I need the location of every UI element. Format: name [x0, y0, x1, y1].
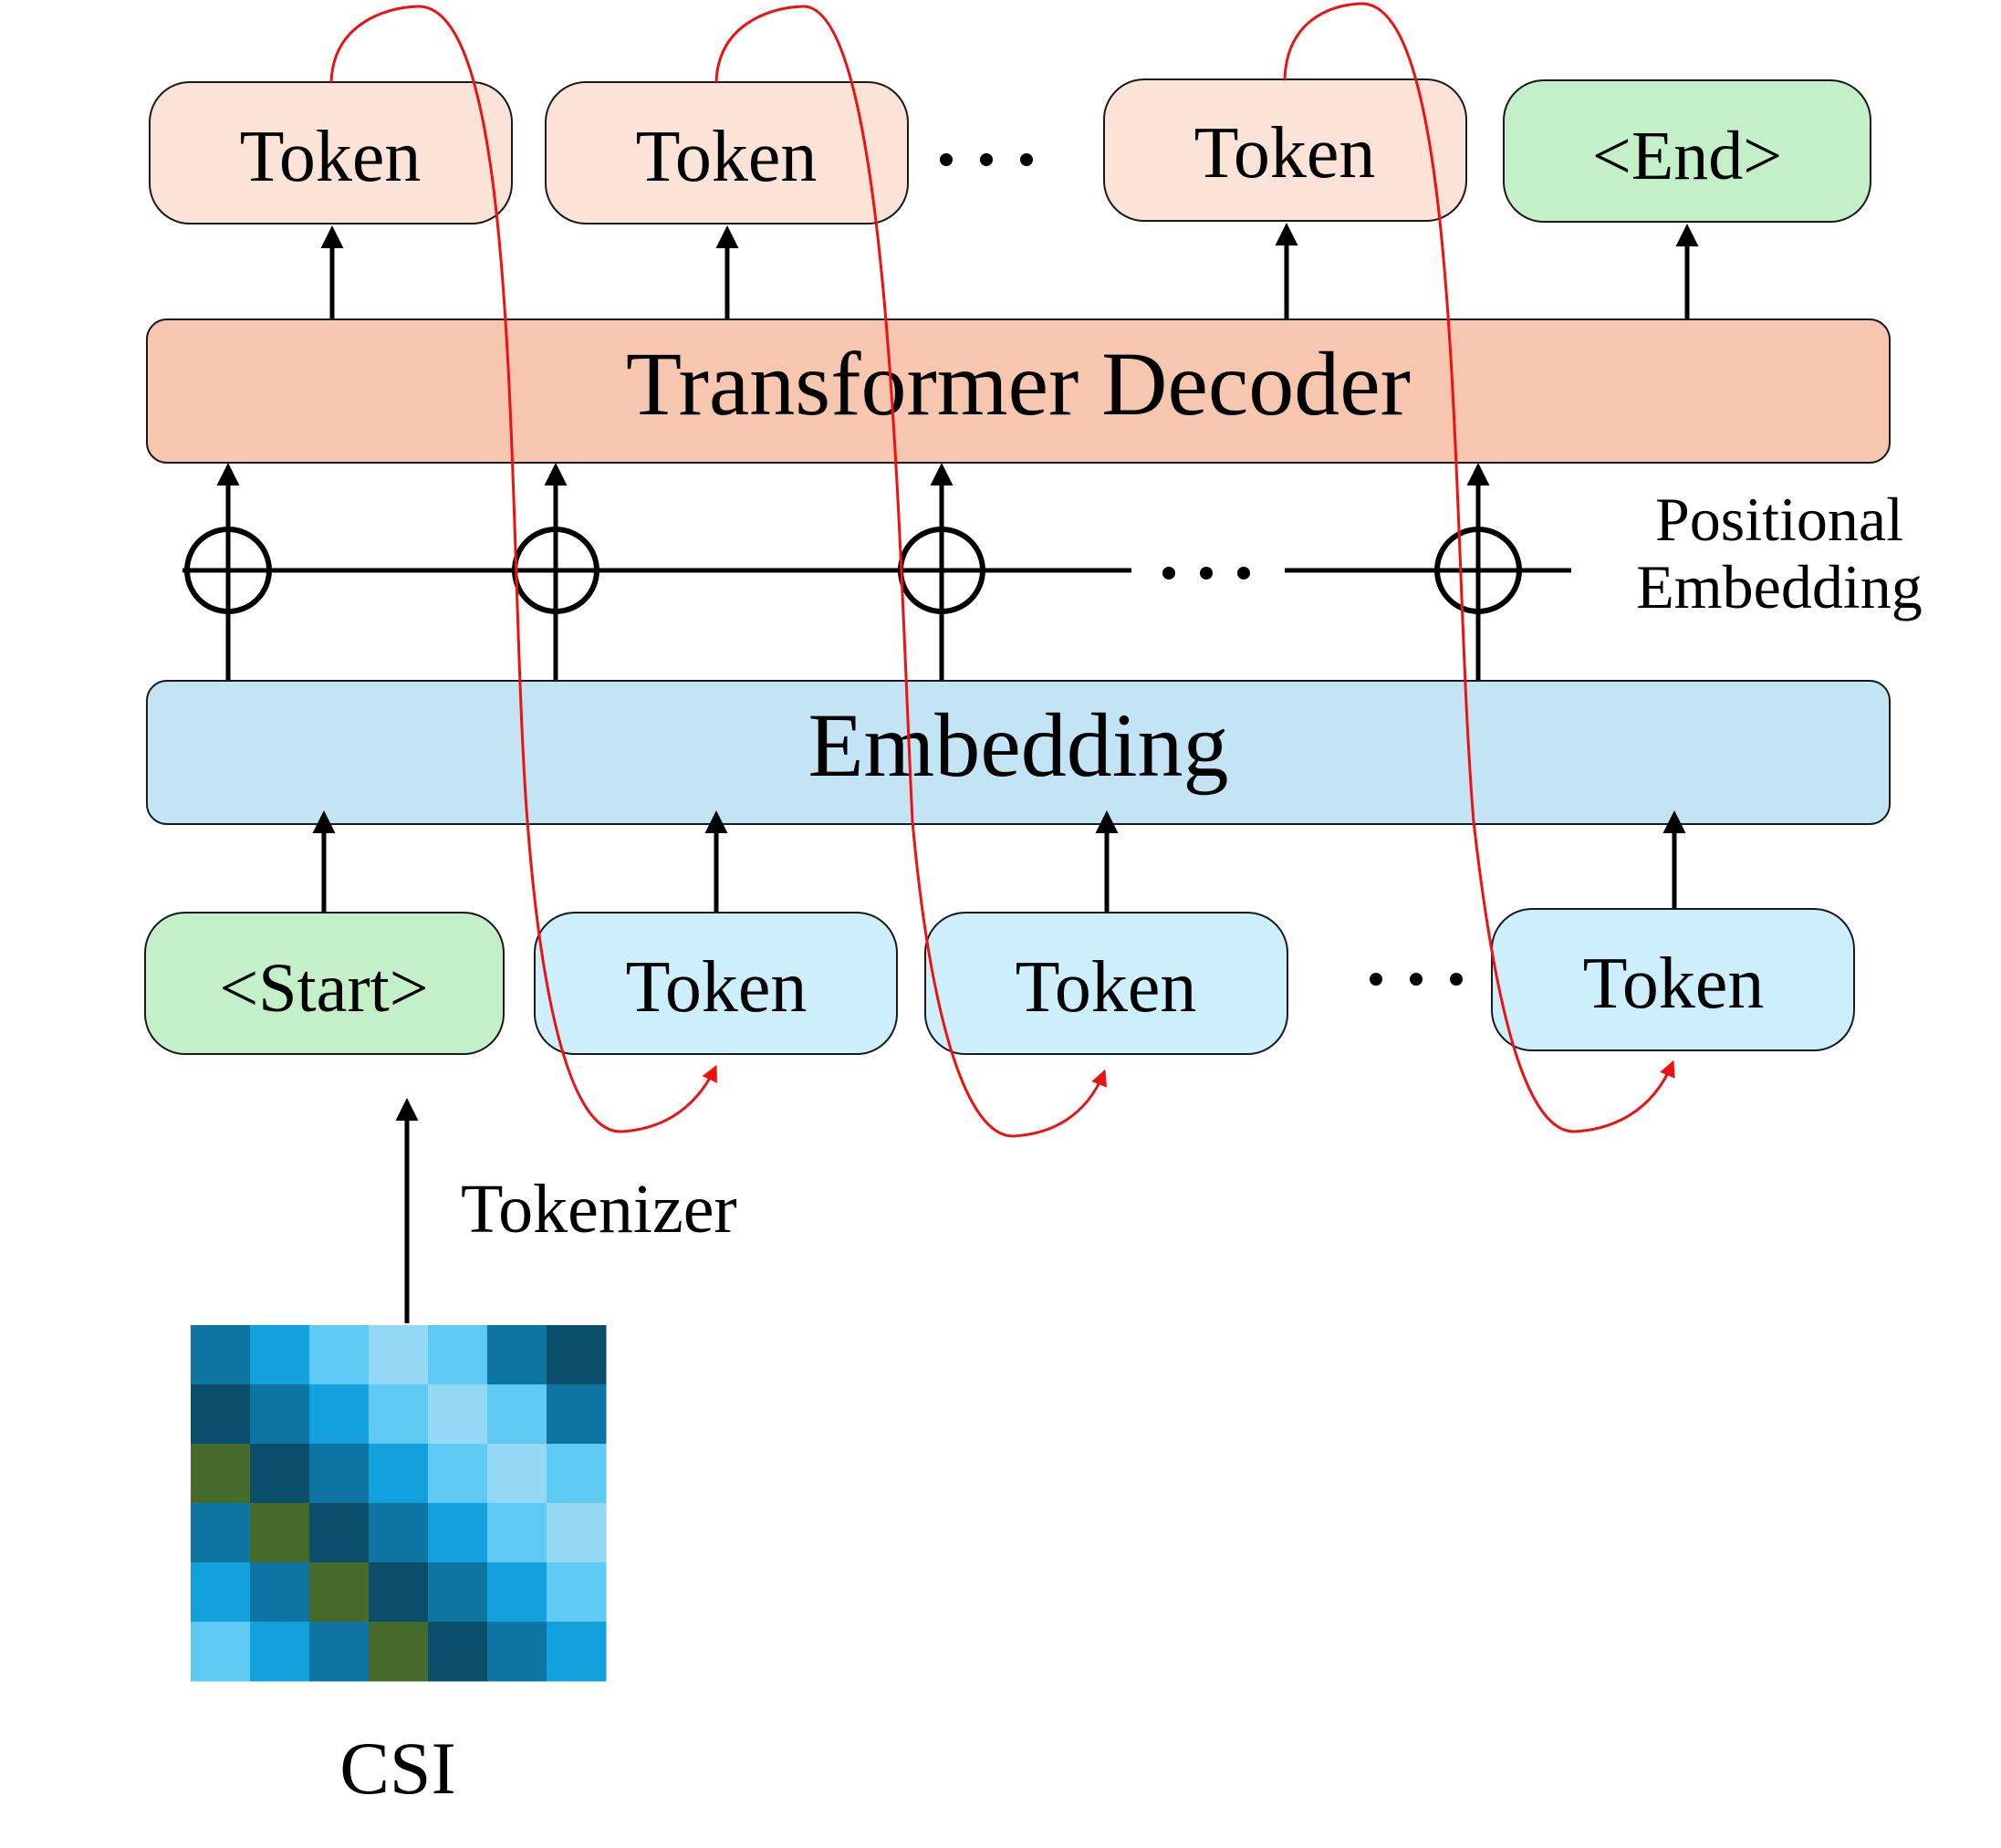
input-embedding-arrows [312, 810, 1686, 913]
csi-cell [369, 1562, 429, 1623]
csi-cell [547, 1325, 607, 1385]
csi-cell [250, 1622, 310, 1682]
csi-cell [250, 1384, 310, 1445]
csi-cell [428, 1444, 488, 1504]
output-token-label-3: Token [1194, 113, 1376, 193]
csi-cell [487, 1503, 547, 1563]
decoder-output-arrows [320, 223, 1699, 321]
csi-cell [487, 1622, 547, 1682]
output-ellipsis-dot [940, 153, 953, 166]
csi-cell [191, 1384, 251, 1445]
input-token-label-1: Token [626, 947, 808, 1028]
ellipsis-dot [1162, 567, 1175, 579]
positional-embedding-label-line-1: Positional [1655, 485, 1903, 554]
csi-cell [547, 1503, 607, 1563]
add-icon [512, 527, 599, 614]
csi-cell [487, 1444, 547, 1504]
end-token-label: <End> [1592, 118, 1782, 194]
csi-cell [487, 1384, 547, 1445]
input-token-box-2 [924, 912, 1288, 1055]
csi-heatmap [191, 1325, 607, 1682]
output-token-label-2: Token [636, 117, 818, 197]
csi-cell [487, 1325, 547, 1385]
input-token-label-2: Token [1016, 947, 1197, 1028]
positional-embedding-label-line-2: Embedding [1636, 552, 1923, 621]
csi-cell [369, 1503, 429, 1563]
csi-cell [369, 1622, 429, 1682]
csi-cell [428, 1622, 488, 1682]
transformer-decoder-label: Transformer Decoder [626, 333, 1411, 434]
input-token-label-3: Token [1583, 944, 1765, 1024]
ellipsis-dot [1237, 567, 1250, 579]
csi-cell [369, 1444, 429, 1504]
csi-cell [547, 1384, 607, 1445]
csi-cell [250, 1562, 310, 1623]
input-token-box-1 [534, 912, 898, 1055]
csi-cell [369, 1325, 429, 1385]
csi-cell [309, 1444, 370, 1504]
csi-cell [250, 1444, 310, 1504]
autoregressive-loop-arrow-2 [714, 5, 1107, 1138]
csi-cell [250, 1325, 310, 1385]
autoregressive-loop-arrow-3 [1283, 2, 1675, 1133]
autoregressive-loop-arrow-1 [329, 5, 717, 1133]
input-row: <Start> Token Token Token [144, 908, 1855, 1055]
ellipsis-dot [1200, 567, 1213, 579]
csi-cell [309, 1503, 370, 1563]
add-icon [184, 527, 272, 614]
end-token-box [1503, 79, 1871, 223]
csi-cell [428, 1325, 488, 1385]
csi-label: CSI [339, 1727, 456, 1810]
csi-cell [428, 1503, 488, 1563]
csi-cell [191, 1562, 251, 1623]
csi-cell [191, 1325, 251, 1385]
autoregressive-loops [329, 2, 1675, 1138]
start-token-label: <Start> [219, 950, 428, 1027]
csi-cell [428, 1562, 488, 1623]
csi-cell [309, 1384, 370, 1445]
csi-cell [250, 1503, 310, 1563]
csi-cell [191, 1444, 251, 1504]
start-token-box [144, 912, 505, 1055]
output-ellipsis-dot [980, 153, 993, 166]
csi-cell [487, 1562, 547, 1623]
output-token-box-1 [149, 81, 513, 224]
input-ellipsis-dot [1450, 973, 1463, 986]
input-ellipsis-dot [1370, 973, 1382, 986]
embedding-label: Embedding [808, 694, 1228, 796]
embedding-block [146, 680, 1891, 825]
tokenizer-label: Tokenizer [461, 1171, 737, 1248]
add-icon [1434, 527, 1522, 614]
csi-cell [191, 1622, 251, 1682]
csi-cell [369, 1384, 429, 1445]
csi-cell [547, 1562, 607, 1623]
output-token-box-2 [545, 81, 909, 224]
csi-cell [309, 1562, 370, 1623]
input-token-box-3 [1491, 908, 1855, 1051]
output-token-label-1: Token [240, 117, 422, 197]
output-row: Token Token Token <End> [149, 78, 1871, 224]
csi-cell [428, 1384, 488, 1445]
csi-cell [309, 1622, 370, 1682]
csi-cell [547, 1444, 607, 1504]
output-ellipsis-dot [1020, 153, 1033, 166]
csi-cell [309, 1325, 370, 1385]
positional-embedding-row: Positional Embedding [182, 463, 1923, 680]
csi-cell [191, 1503, 251, 1563]
csi-cell [547, 1622, 607, 1682]
input-ellipsis-dot [1410, 973, 1423, 986]
